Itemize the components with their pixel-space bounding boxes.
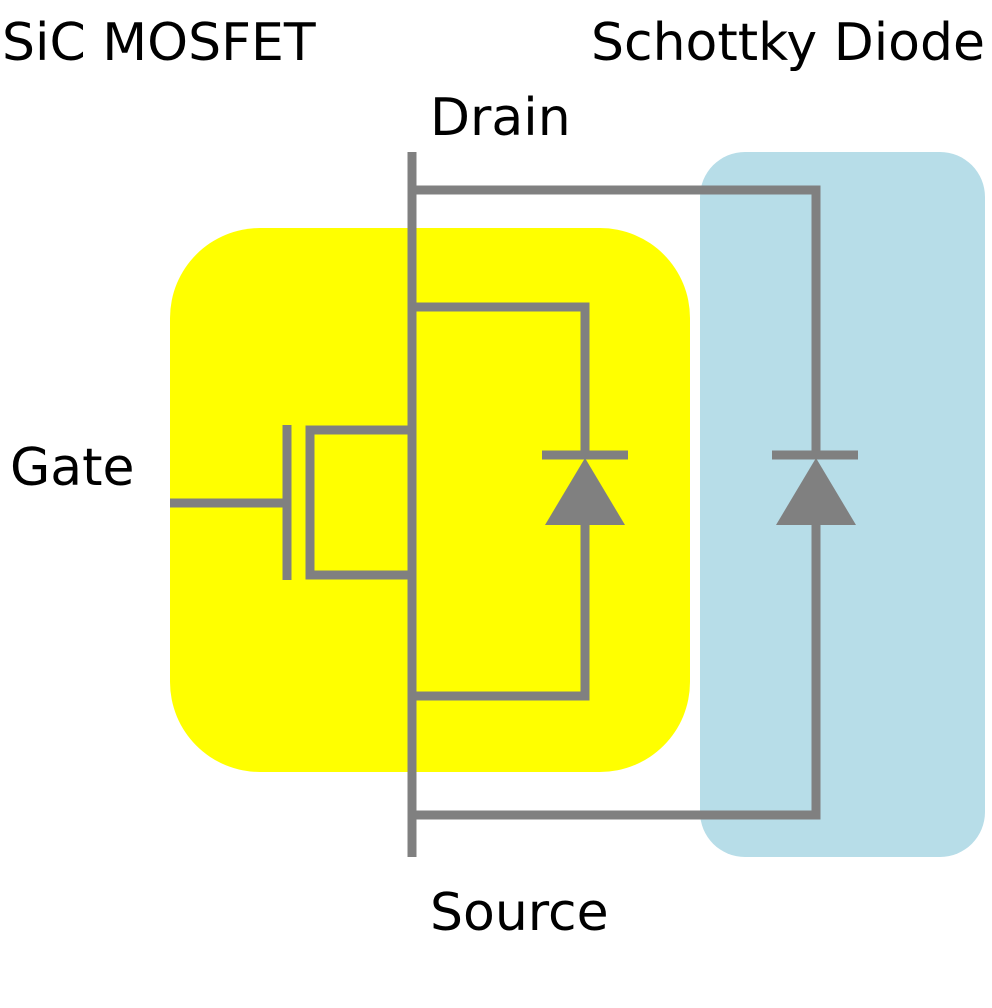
body-diode-top-wire [412,302,590,455]
label-diode: Schottky Diode [591,13,985,73]
label-gate: Gate [10,438,135,498]
wires [170,152,858,857]
body-diode-icon [545,458,625,525]
drain-channel [305,425,412,580]
bottom-wire [412,520,821,820]
schottky-diode-icon [776,458,856,525]
label-source: Source [430,883,609,943]
mosfet-region [170,228,690,772]
label-mosfet: SiC MOSFET [2,13,316,73]
top-wire [412,185,821,455]
label-drain: Drain [430,88,571,148]
body-diode-bottom-wire [412,520,590,701]
